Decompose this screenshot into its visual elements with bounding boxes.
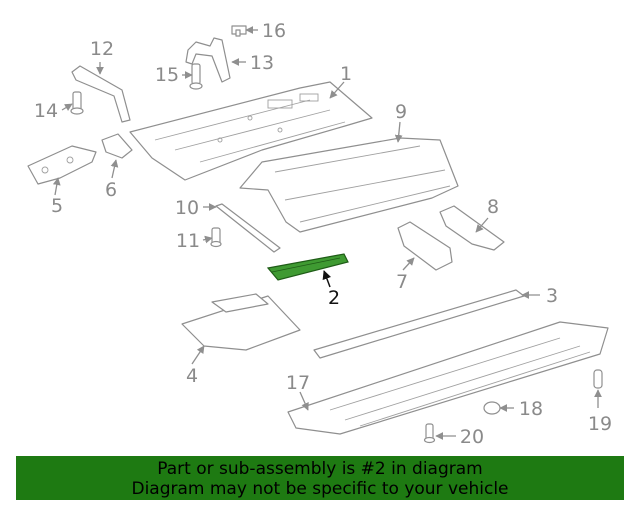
- part-1-floor-panel: [129, 81, 373, 181]
- part-20-bolt: [423, 423, 436, 444]
- callout-7: 7: [396, 271, 408, 293]
- banner-line-2: Diagram may not be specific to your vehi…: [131, 479, 509, 499]
- parts-diagram: 1 2 3 4 5 6 7 8 9 10 11 12 13 14 15 16 1…: [27, 20, 612, 448]
- callout-9: 9: [395, 101, 407, 123]
- callout-labels: 1 2 3 4 5 6 7 8 9 10 11 12 13 14 15 16 1…: [34, 20, 612, 448]
- part-info-banner: Part or sub-assembly is #2 in diagram Di…: [16, 456, 624, 500]
- part-16-bolt: [231, 25, 247, 37]
- part-8-bracket: [439, 205, 505, 251]
- part-5-bracket: [27, 145, 97, 185]
- part-12-bracket: [71, 65, 131, 123]
- callout-5: 5: [51, 195, 63, 217]
- part-9-tunnel: [239, 137, 459, 233]
- part-14-stud: [70, 91, 84, 115]
- callout-17: 17: [286, 372, 310, 394]
- callout-18: 18: [519, 398, 543, 420]
- part-2-reinforcement: [266, 253, 349, 281]
- part-6-bracket: [101, 133, 133, 159]
- part-17-underbody: [287, 321, 609, 435]
- callout-11: 11: [176, 230, 200, 252]
- callout-8: 8: [487, 196, 499, 218]
- part-19-clip: [593, 369, 603, 389]
- callout-6: 6: [105, 179, 117, 201]
- part-18-nut: [483, 401, 501, 415]
- callout-19: 19: [588, 413, 612, 435]
- part-4-floor-pan: [181, 293, 301, 351]
- callout-13: 13: [250, 52, 274, 74]
- callout-14: 14: [34, 100, 58, 122]
- part-13-u-bracket: [185, 37, 231, 83]
- banner-line-1: Part or sub-assembly is #2 in diagram: [157, 459, 483, 479]
- callout-2: 2: [328, 287, 340, 309]
- part-7-bracket: [397, 221, 453, 271]
- part-11-bolt: [210, 227, 222, 248]
- callout-1: 1: [340, 63, 352, 85]
- callout-12: 12: [90, 38, 114, 60]
- callout-3: 3: [546, 285, 558, 307]
- callout-15: 15: [155, 64, 179, 86]
- callout-16: 16: [262, 20, 286, 42]
- part-15-stud: [189, 63, 203, 90]
- callout-10: 10: [175, 197, 199, 219]
- leader-lines: [52, 26, 602, 440]
- part-10-strip: [215, 203, 281, 253]
- callout-20: 20: [460, 426, 484, 448]
- callout-4: 4: [186, 365, 198, 387]
